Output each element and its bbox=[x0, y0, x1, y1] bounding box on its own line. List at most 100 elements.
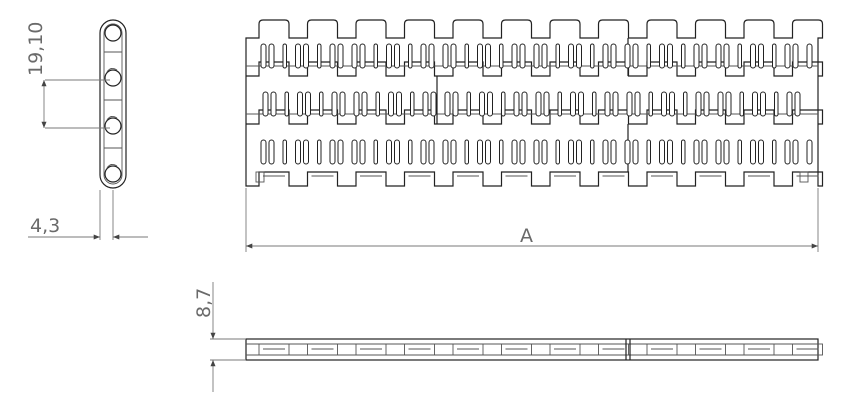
dimension-pitch: 19,10 bbox=[25, 22, 110, 129]
front-link-segment bbox=[258, 343, 290, 356]
belt-slot bbox=[632, 139, 639, 165]
belt-slot bbox=[331, 91, 338, 117]
belt-slot bbox=[521, 91, 528, 117]
front-link-segment bbox=[355, 343, 387, 356]
belt-slot bbox=[570, 91, 576, 117]
belt-slot bbox=[806, 139, 813, 165]
belt-slot bbox=[519, 139, 526, 165]
belt-slot bbox=[361, 91, 368, 117]
belt-slot bbox=[466, 91, 471, 117]
belt-slot bbox=[723, 139, 730, 165]
belt-slot bbox=[535, 91, 542, 117]
belt-slot bbox=[669, 91, 675, 117]
belt-slot bbox=[701, 43, 708, 69]
belt-slot bbox=[303, 139, 309, 165]
belt-slot bbox=[659, 43, 665, 69]
belt-slot bbox=[681, 139, 686, 165]
belt-slot bbox=[420, 43, 427, 69]
belt-slot bbox=[262, 91, 269, 117]
belt-slot bbox=[750, 43, 756, 69]
belt-slot bbox=[610, 139, 617, 165]
belt-slot bbox=[695, 91, 702, 117]
belt-slot bbox=[592, 91, 597, 117]
belt-slot bbox=[723, 43, 730, 69]
belt-slot bbox=[590, 139, 595, 165]
belt-slot bbox=[533, 139, 540, 165]
belt-slot bbox=[624, 43, 631, 69]
belt-slot bbox=[499, 43, 504, 69]
dimension-pitch-label: 19,10 bbox=[25, 22, 47, 76]
belt-slot bbox=[386, 43, 392, 69]
belt-slot bbox=[359, 139, 366, 165]
side-hinge-bottom bbox=[104, 165, 122, 183]
belt-slot bbox=[568, 43, 574, 69]
belt-slot bbox=[442, 43, 449, 69]
belt-slot bbox=[450, 43, 457, 69]
belt-slot bbox=[715, 139, 722, 165]
belt-slot bbox=[646, 43, 651, 69]
dimension-height: 8,7 bbox=[193, 282, 246, 392]
belt-slot bbox=[268, 139, 275, 165]
belt-slot bbox=[792, 43, 799, 69]
front-outline bbox=[245, 338, 819, 361]
belt-slot bbox=[604, 91, 611, 117]
belt-slot bbox=[396, 91, 402, 117]
belt-slot bbox=[351, 139, 358, 165]
belt-slot bbox=[701, 139, 708, 165]
belt-slot bbox=[576, 43, 582, 69]
belt-slot bbox=[410, 91, 415, 117]
front-link-segment bbox=[452, 343, 484, 356]
belt-slot bbox=[420, 139, 427, 165]
belt-slot bbox=[284, 91, 289, 117]
belt-slot bbox=[428, 139, 435, 165]
belt-slot bbox=[339, 91, 346, 117]
front-link-segment bbox=[307, 343, 338, 356]
belt-slot bbox=[329, 139, 336, 165]
belt-slot bbox=[479, 91, 485, 117]
belt-slot bbox=[612, 91, 619, 117]
belt-slot bbox=[513, 91, 520, 117]
belt-slot bbox=[477, 139, 483, 165]
front-link-segment bbox=[549, 343, 581, 356]
belt-slot bbox=[737, 43, 742, 69]
belt-slot bbox=[786, 91, 793, 117]
belt-slot bbox=[715, 43, 722, 69]
front-link-segment bbox=[792, 343, 823, 356]
belt-slot bbox=[430, 91, 437, 117]
belt-slot bbox=[450, 139, 457, 165]
belt-slot bbox=[661, 91, 667, 117]
dimension-width-label: A bbox=[520, 225, 533, 247]
belt-slot bbox=[388, 91, 394, 117]
belt-slot bbox=[648, 91, 653, 117]
dimension-thickness: 4,3 bbox=[28, 190, 148, 240]
belt-slot bbox=[351, 43, 358, 69]
belt-slot bbox=[693, 139, 700, 165]
belt-slot bbox=[737, 139, 742, 165]
dimension-thickness-label: 4,3 bbox=[30, 215, 60, 237]
belt-slot bbox=[739, 91, 744, 117]
belt-slot bbox=[772, 43, 777, 69]
belt-row-separator bbox=[246, 61, 824, 77]
belt-slot bbox=[282, 139, 287, 165]
belt-slot bbox=[568, 139, 574, 165]
belt-front-view bbox=[245, 338, 823, 361]
belt-outline bbox=[245, 19, 824, 187]
belt-slot bbox=[408, 43, 413, 69]
belt-slot bbox=[305, 91, 311, 117]
belt-slot bbox=[260, 43, 267, 69]
belt-slot bbox=[543, 91, 550, 117]
belt-slot bbox=[610, 43, 617, 69]
belt-edge-clip-right bbox=[799, 171, 809, 183]
belt-slot bbox=[295, 43, 301, 69]
belt-slot bbox=[337, 139, 344, 165]
belt-slot bbox=[634, 91, 641, 117]
belt-slot bbox=[784, 43, 791, 69]
belt-slot bbox=[375, 91, 380, 117]
belt-slot bbox=[717, 91, 724, 117]
belt-slot bbox=[373, 43, 378, 69]
belt-slot bbox=[632, 43, 639, 69]
belt-slot bbox=[667, 43, 673, 69]
belt-slot bbox=[319, 91, 324, 117]
belt-slot bbox=[386, 139, 392, 165]
belt-slot bbox=[442, 139, 449, 165]
